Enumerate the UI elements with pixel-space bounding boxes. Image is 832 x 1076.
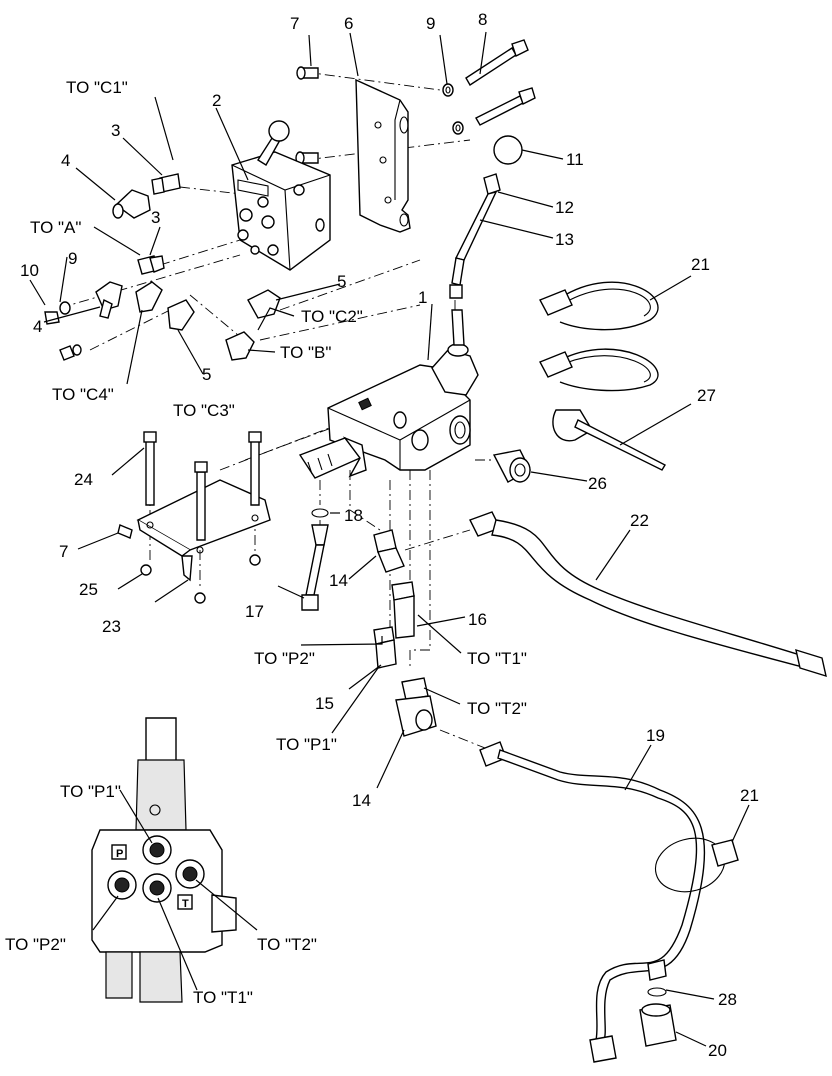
label-to-t2: TO "T2" xyxy=(467,699,527,718)
callout-21-upper: 21 xyxy=(691,255,710,274)
tube-fittings-center xyxy=(373,529,437,737)
mounting-plate xyxy=(355,78,411,233)
callout-24: 24 xyxy=(74,470,93,489)
parts-20-28 xyxy=(639,959,677,1047)
callout-28: 28 xyxy=(718,990,737,1009)
callout-21-lower: 21 xyxy=(740,786,759,805)
callout-4-lower: 4 xyxy=(33,317,42,336)
label-to-a: TO "A" xyxy=(30,218,81,237)
callout-23: 23 xyxy=(102,617,121,636)
label-to-c3: TO "C3" xyxy=(173,401,235,420)
callout-3-lower: 3 xyxy=(151,208,160,227)
inset-valve-view xyxy=(91,717,237,1003)
callout-10: 10 xyxy=(20,261,39,280)
inset-label-to-t1: TO "T1" xyxy=(193,988,253,1007)
label-to-p1: TO "P1" xyxy=(276,735,337,754)
leader-lines xyxy=(29,31,750,1047)
fitting-26 xyxy=(492,449,531,483)
callout-27: 27 xyxy=(697,386,716,405)
label-to-t1: TO "T1" xyxy=(467,649,527,668)
inset-label-to-p2: TO "P2" xyxy=(5,935,66,954)
callout-20: 20 xyxy=(708,1041,727,1060)
callout-12: 12 xyxy=(555,198,574,217)
callout-19: 19 xyxy=(646,726,665,745)
inset-label-to-t2: TO "T2" xyxy=(257,935,317,954)
callout-1: 1 xyxy=(418,288,427,307)
callout-14-lower: 14 xyxy=(352,791,371,810)
callout-2: 2 xyxy=(212,91,221,110)
top-bolts xyxy=(295,39,536,165)
hose-clamps xyxy=(539,281,659,392)
callout-4-upper: 4 xyxy=(61,151,70,170)
control-block-valve xyxy=(231,120,331,271)
valve-handle xyxy=(449,135,523,299)
callout-8: 8 xyxy=(478,10,487,29)
fittings-left xyxy=(44,173,281,361)
hose-22 xyxy=(469,511,827,678)
inset-markings: P T xyxy=(116,848,189,910)
part-callouts: 1 2 3 3 4 4 5 5 6 7 7 8 9 9 10 11 12 13 … xyxy=(20,10,759,1060)
callout-22: 22 xyxy=(630,511,649,530)
callout-9-top: 9 xyxy=(426,14,435,33)
callout-13: 13 xyxy=(555,230,574,249)
callout-16: 16 xyxy=(468,610,487,629)
label-to-c2: TO "C2" xyxy=(301,307,363,326)
label-to-c4: TO "C4" xyxy=(52,385,114,404)
callout-26: 26 xyxy=(588,474,607,493)
valve-bracket xyxy=(117,431,271,604)
callout-7-bracket: 7 xyxy=(59,542,68,561)
port-labels: TO "C1" TO "A" TO "C4" TO "C3" TO "C2" T… xyxy=(5,78,527,1007)
cable-tie xyxy=(552,409,666,471)
callout-18: 18 xyxy=(344,506,363,525)
callout-5-right: 5 xyxy=(337,272,346,291)
callout-25: 25 xyxy=(79,580,98,599)
pipe-19 xyxy=(479,741,739,1063)
pressure-port-marking: P xyxy=(116,848,123,860)
callout-17: 17 xyxy=(245,602,264,621)
callout-9-left: 9 xyxy=(68,249,77,268)
callout-6: 6 xyxy=(344,14,353,33)
main-directional-valve xyxy=(298,309,479,479)
callout-3-upper: 3 xyxy=(111,121,120,140)
label-to-b: TO "B" xyxy=(280,343,331,362)
inset-label-to-p1: TO "P1" xyxy=(60,782,121,801)
tank-port-marking: T xyxy=(182,898,189,910)
parts-17-18 xyxy=(301,508,329,611)
callout-14-upper: 14 xyxy=(329,571,348,590)
callout-7-top: 7 xyxy=(290,14,299,33)
label-to-p2: TO "P2" xyxy=(254,649,315,668)
callout-11: 11 xyxy=(566,150,584,169)
callout-5-lower: 5 xyxy=(202,365,211,384)
label-to-c1: TO "C1" xyxy=(66,78,128,97)
callout-15: 15 xyxy=(315,694,334,713)
